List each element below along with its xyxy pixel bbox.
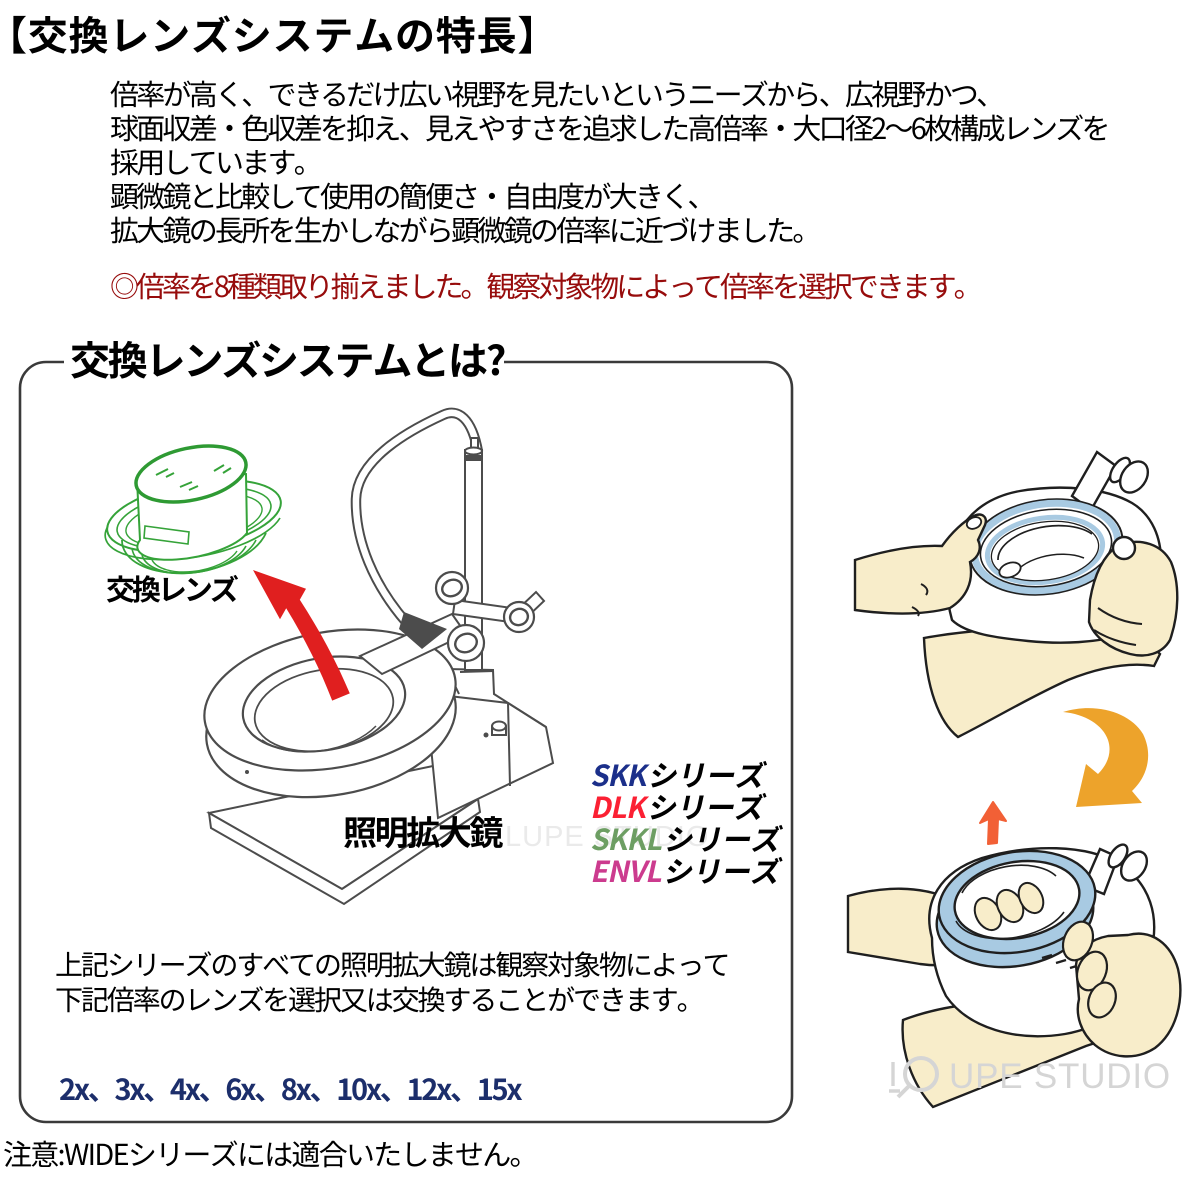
svg-text:LUPE STUDIO: LUPE STUDIO <box>505 821 709 853</box>
svg-text:UPE STUDIO: UPE STUDIO <box>949 1057 1171 1096</box>
